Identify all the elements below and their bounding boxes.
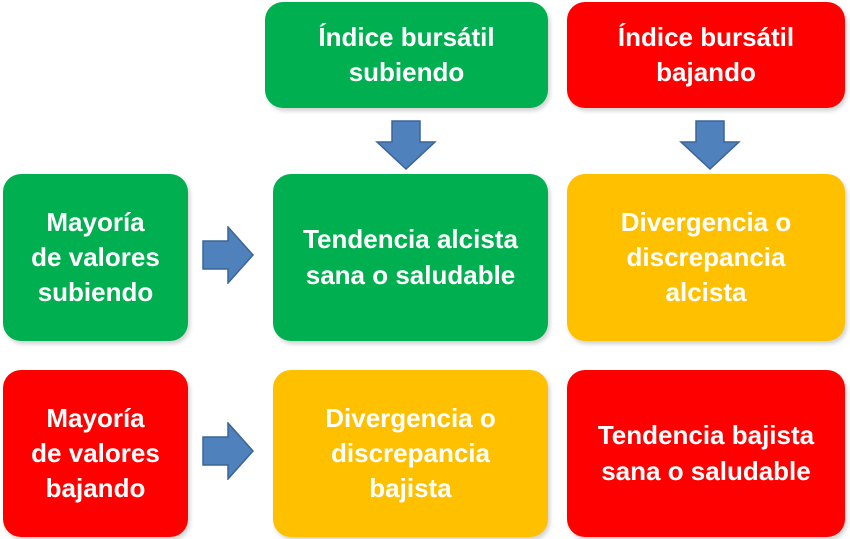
row-majority-falling-label: Mayoría de valores bajando (31, 402, 160, 504)
row-majority-rising-label: Mayoría de valores subiendo (31, 206, 160, 308)
row-majority-falling: Mayoría de valores bajando (3, 370, 188, 537)
header-index-rising: Índice bursátil subiendo (265, 2, 548, 108)
cell-bearish-divergence: Divergencia o discrepancia bajista (273, 370, 548, 537)
header-index-falling-label: Índice bursátil bajando (617, 21, 795, 87)
cell-bearish-divergence-label: Divergencia o discrepancia bajista (325, 402, 496, 504)
cell-bullish-divergence-label: Divergencia o discrepancia alcista (620, 206, 792, 308)
cell-healthy-bearish-trend-label: Tendencia bajista sana o saludable (597, 420, 815, 486)
row-majority-rising: Mayoría de valores subiendo (3, 174, 188, 341)
arrow-right-icon (202, 422, 254, 480)
arrow-down-icon (679, 120, 741, 170)
cell-bullish-divergence: Divergencia o discrepancia alcista (567, 174, 845, 341)
header-index-rising-label: Índice bursátil subiendo (318, 21, 495, 87)
arrow-right-icon (202, 226, 254, 284)
cell-healthy-bullish-trend: Tendencia alcista sana o saludable (273, 174, 548, 341)
header-index-falling: Índice bursátil bajando (567, 2, 845, 108)
cell-healthy-bearish-trend: Tendencia bajista sana o saludable (567, 370, 845, 537)
arrow-down-icon (375, 120, 437, 170)
cell-healthy-bullish-trend-label: Tendencia alcista sana o saludable (303, 224, 518, 290)
